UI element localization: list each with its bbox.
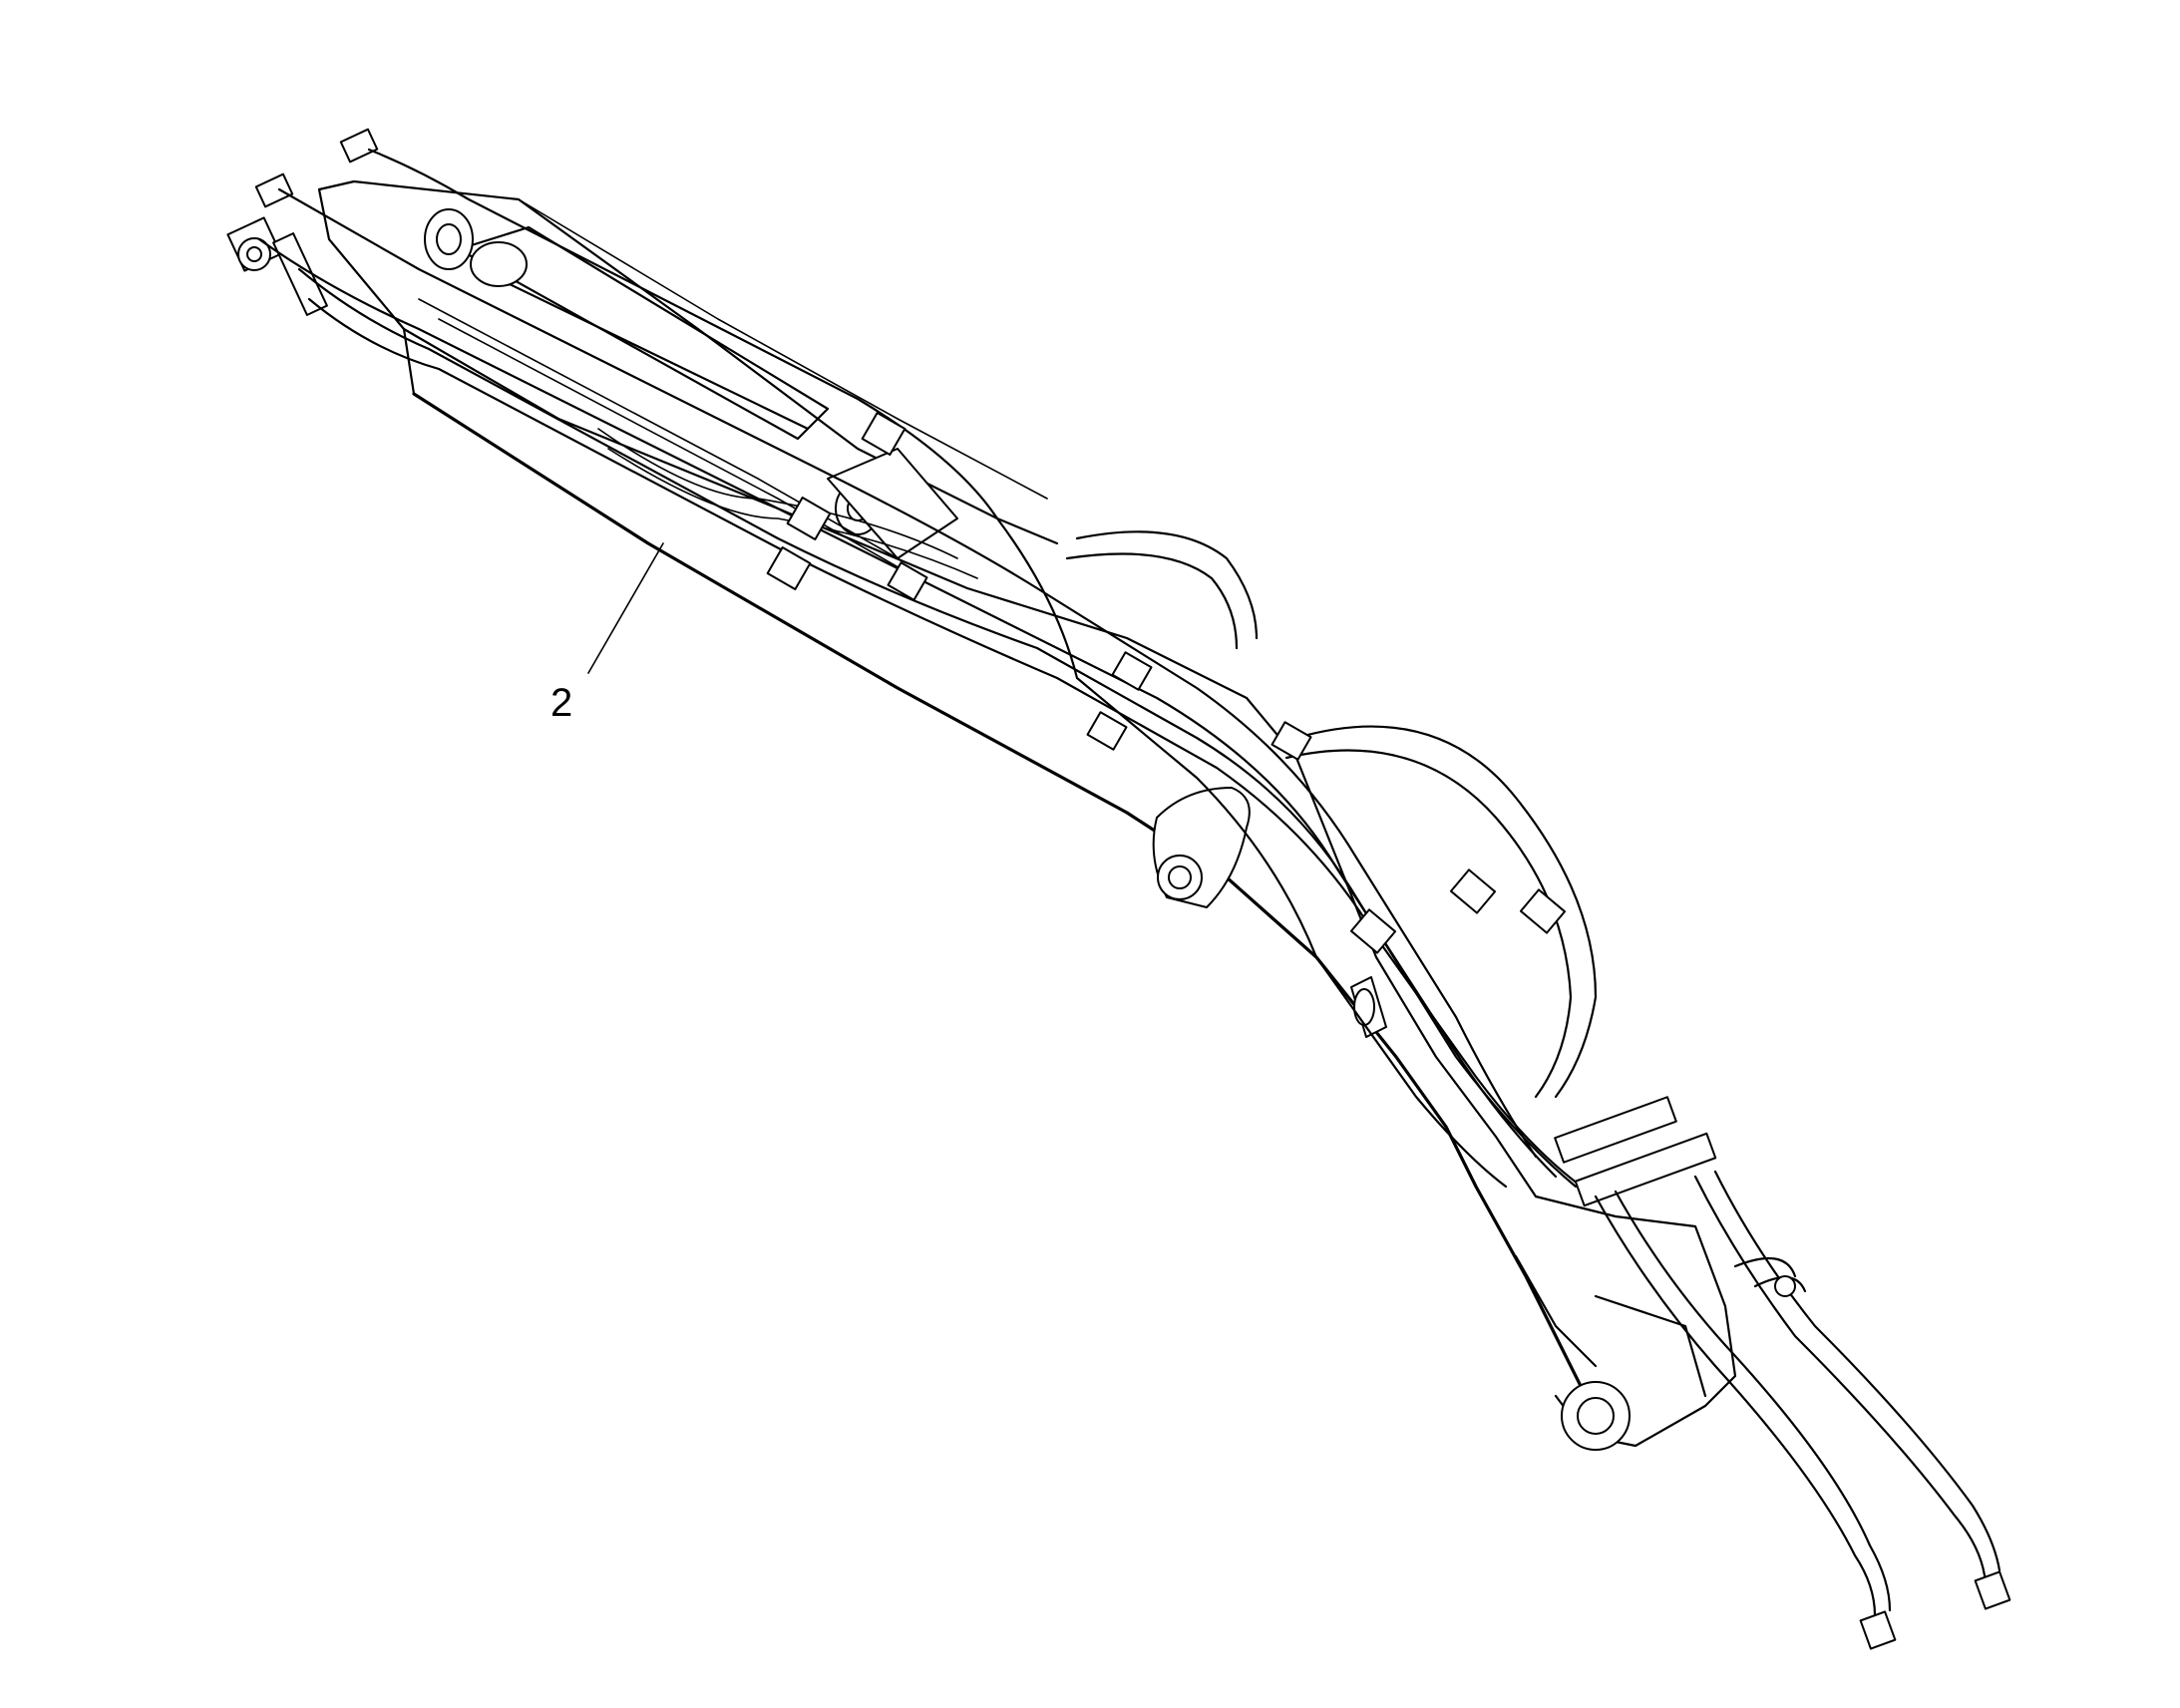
callout-leader-line — [587, 542, 664, 674]
boom-body — [317, 179, 1737, 1451]
callout-2: 2 — [550, 542, 664, 725]
callout-label: 2 — [550, 681, 572, 725]
cylinder-end-cap — [470, 241, 528, 287]
hose-end-fitting — [1859, 1610, 1897, 1650]
hose-end-fitting — [1974, 1570, 2011, 1610]
rear-hoses — [1594, 1170, 2011, 1650]
arm-cylinder — [424, 208, 958, 559]
hose-bundle — [257, 148, 1717, 1207]
front-hose-fittings — [226, 128, 379, 316]
